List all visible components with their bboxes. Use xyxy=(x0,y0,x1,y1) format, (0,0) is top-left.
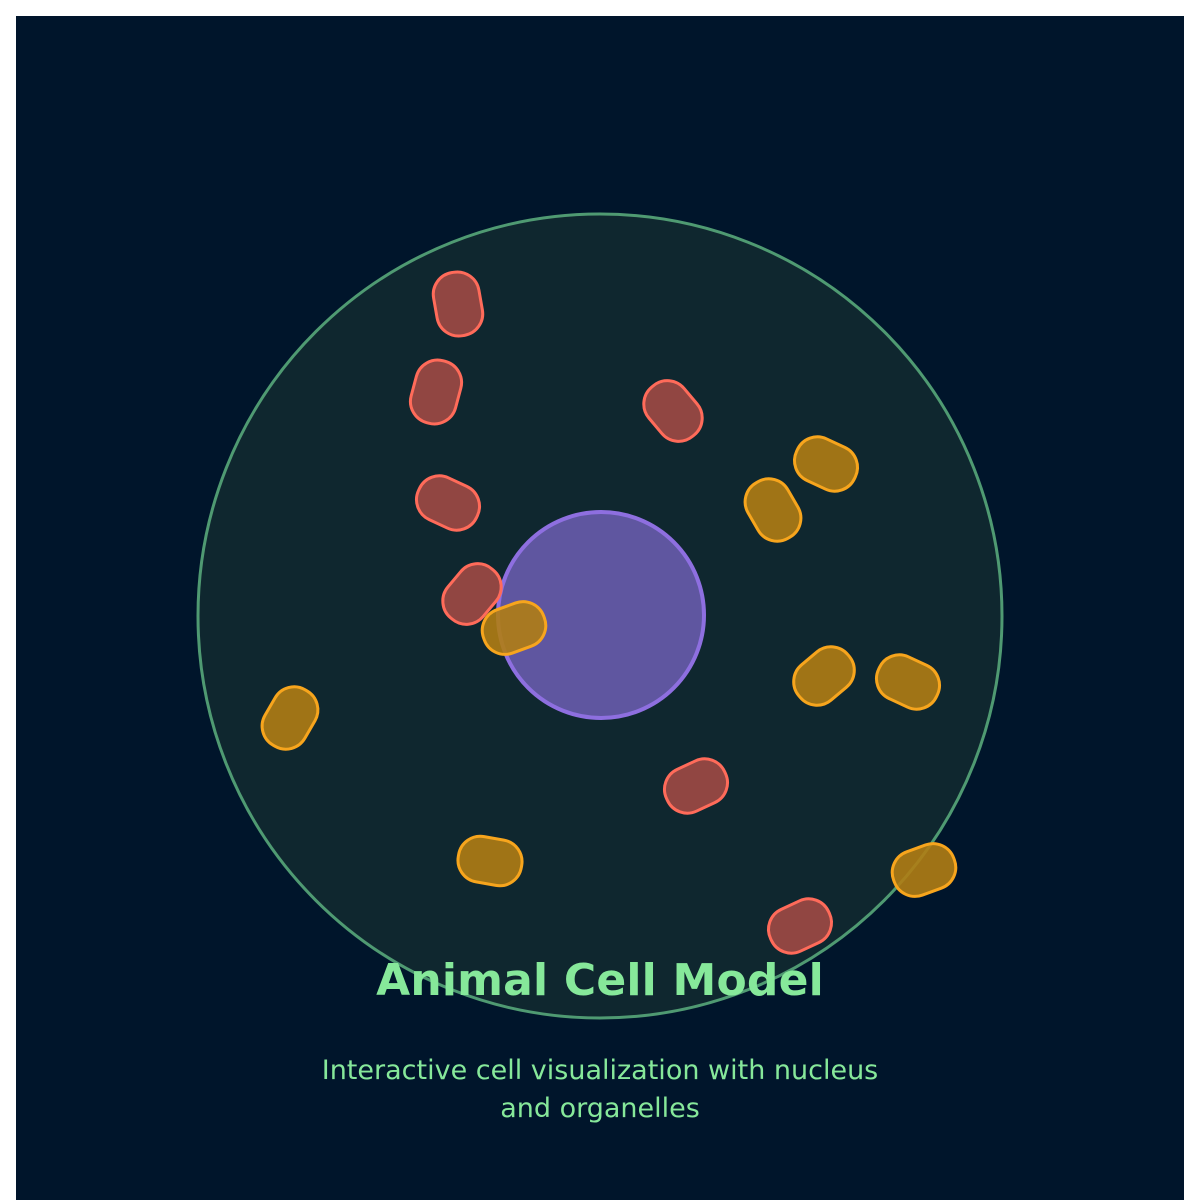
diagram-title: Animal Cell Model xyxy=(376,955,824,1006)
vesicle-6[interactable] xyxy=(869,648,946,717)
vesicle-3[interactable] xyxy=(476,595,552,660)
mitochondrion-7[interactable] xyxy=(761,892,838,961)
vesicle-1[interactable] xyxy=(787,430,864,499)
mitochondrion-5[interactable] xyxy=(635,372,711,451)
organelles-group xyxy=(254,268,962,961)
vesicle-8[interactable] xyxy=(886,837,962,902)
vesicle-2[interactable] xyxy=(737,471,809,549)
mitochondrion-2[interactable] xyxy=(406,355,467,429)
mitochondrion-3[interactable] xyxy=(409,469,486,538)
mitochondrion-6[interactable] xyxy=(657,752,734,821)
vesicle-4[interactable] xyxy=(254,679,326,757)
mitochondrion-1[interactable] xyxy=(430,268,486,339)
diagram-subtitle: Interactive cell visualization with nucl… xyxy=(321,1055,879,1124)
mitochondrion-4[interactable] xyxy=(434,555,510,634)
vesicle-5[interactable] xyxy=(785,638,864,714)
vesicle-7[interactable] xyxy=(454,833,525,889)
